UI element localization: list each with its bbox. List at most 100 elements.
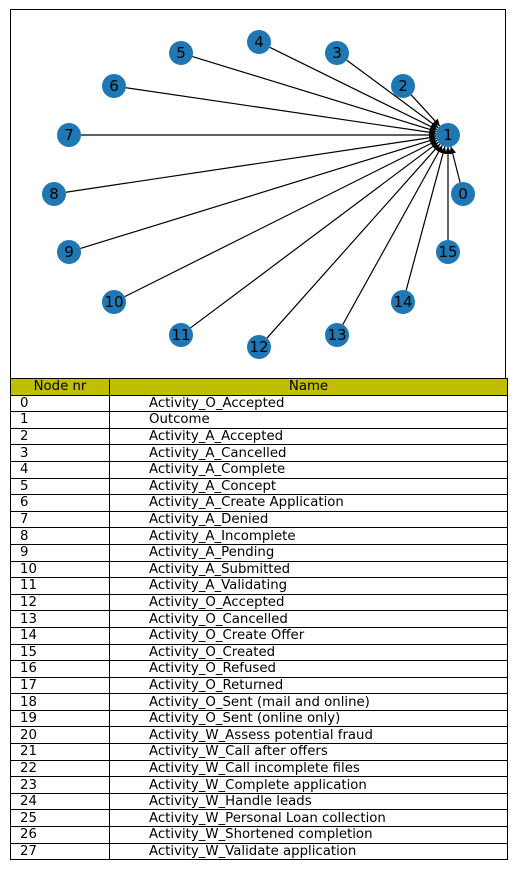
- node-name-cell: Activity_A_Submitted: [109, 560, 508, 579]
- node-9: 9: [57, 240, 81, 264]
- node-circle: [169, 41, 193, 65]
- node-name-cell: Activity_O_Create Offer: [109, 626, 508, 645]
- node-label: 14: [393, 293, 412, 311]
- node-6: 6: [102, 74, 126, 98]
- node-name-cell: Activity_W_Assess potential fraud: [109, 726, 508, 745]
- node-nr-cell: 16: [10, 660, 110, 678]
- node-label: 6: [109, 77, 119, 95]
- node-nr-cell: 20: [10, 726, 110, 745]
- node-name-cell: Activity_A_Denied: [109, 510, 508, 529]
- node-2: 2: [391, 74, 415, 98]
- node-nr-cell: 9: [10, 543, 110, 562]
- node-name-cell: Activity_A_Accepted: [109, 427, 508, 446]
- node-circle: [247, 335, 271, 359]
- node-name-cell: Activity_W_Personal Loan collection: [109, 809, 508, 828]
- node-nr-cell: 8: [10, 527, 110, 545]
- node-name-cell: Activity_A_Complete: [109, 460, 508, 479]
- node-name-cell: Activity_O_Accepted: [109, 394, 508, 413]
- node-label: 4: [254, 33, 264, 51]
- node-11: 11: [169, 323, 193, 347]
- node-nr-cell: 2: [10, 427, 110, 446]
- node-nr-cell: 5: [10, 477, 110, 496]
- node-circle: [391, 290, 415, 314]
- node-nr-cell: 6: [10, 494, 110, 512]
- node-nr-cell: 13: [10, 610, 110, 628]
- node-circle: [102, 74, 126, 98]
- node-12: 12: [247, 335, 271, 359]
- node-name-cell: Activity_W_Shortened completion: [109, 826, 508, 844]
- node-label: 9: [64, 243, 74, 261]
- node-nr-cell: 0: [10, 394, 110, 413]
- edge-14-to-1: [405, 146, 447, 291]
- node-circle: [169, 323, 193, 347]
- column-header-name: Name: [109, 378, 508, 396]
- edge-0-to-1: [449, 146, 461, 183]
- node-label: 8: [49, 185, 59, 203]
- node-label: 10: [104, 293, 123, 311]
- node-circle: [42, 182, 66, 206]
- node-circle: [247, 30, 271, 54]
- node-nr-cell: 1: [10, 411, 110, 429]
- edge-13-to-1: [342, 145, 443, 325]
- node-7: 7: [57, 123, 81, 147]
- node-nr-cell: 18: [10, 693, 110, 711]
- node-label: 11: [171, 326, 190, 344]
- node-name-cell: Activity_O_Sent (online only): [109, 709, 508, 728]
- node-name-cell: Activity_W_Call after offers: [109, 743, 508, 761]
- node-name-cell: Activity_O_Refused: [109, 660, 508, 678]
- node-name-cell: Activity_O_Cancelled: [109, 610, 508, 628]
- node-label: 0: [458, 185, 468, 203]
- node-name-cell: Activity_A_Concept: [109, 477, 508, 496]
- node-name-cell: Activity_O_Returned: [109, 676, 508, 695]
- node-name-cell: Outcome: [109, 411, 508, 429]
- edge-11-to-1: [190, 141, 439, 329]
- edge-4-to-1: [269, 46, 438, 131]
- node-nr-cell: 26: [10, 826, 110, 844]
- node-circle: [102, 290, 126, 314]
- node-name-cell: Activity_W_Validate application: [109, 842, 508, 861]
- node-nr-cell: 27: [10, 842, 110, 861]
- node-circle: [57, 240, 81, 264]
- node-nr-cell: 23: [10, 776, 110, 794]
- node-label: 7: [64, 126, 74, 144]
- edge-10-to-1: [124, 139, 438, 298]
- node-nr-cell: 12: [10, 593, 110, 612]
- node-circle: [436, 123, 460, 147]
- node-nr-cell: 14: [10, 626, 110, 645]
- node-circle: [391, 74, 415, 98]
- node-3: 3: [325, 41, 349, 65]
- node-name-cell: Activity_W_Handle leads: [109, 792, 508, 811]
- node-name-cell: Activity_O_Created: [109, 643, 508, 662]
- edge-8-to-1: [65, 134, 437, 193]
- edge-12-to-1: [266, 143, 441, 339]
- node-label: 3: [332, 44, 342, 62]
- column-header-node-nr: Node nr: [10, 378, 110, 396]
- node-name-cell: Activity_O_Accepted: [109, 593, 508, 612]
- node-circle: [325, 41, 349, 65]
- node-nr-cell: 19: [10, 709, 110, 728]
- node-nr-cell: 11: [10, 577, 110, 595]
- node-circle: [436, 240, 460, 264]
